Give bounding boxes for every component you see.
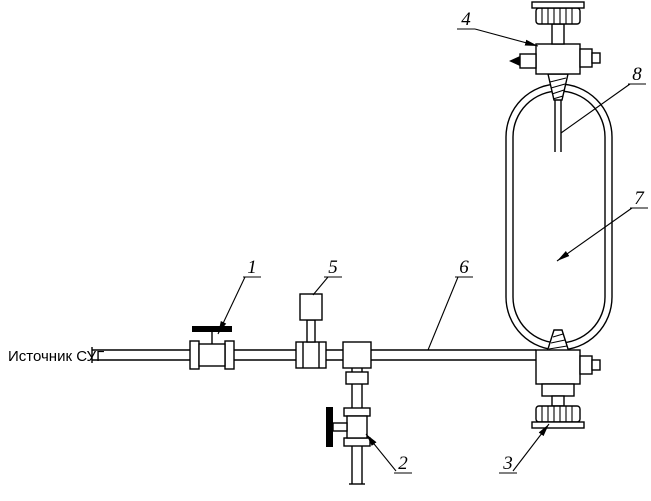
valve2-bottom-flange — [343, 437, 371, 447]
top-cone-thread-hatch — [551, 89, 565, 95]
valve3-right-outlet — [591, 359, 601, 371]
bottom-cone-thread-hatch — [552, 333, 564, 338]
valve3-bottom-cap — [531, 421, 585, 429]
callout-2-leader — [365, 433, 397, 472]
valve3-bonnet — [541, 383, 575, 397]
valve2-top-flange — [343, 407, 371, 417]
drain-valve-2 — [326, 407, 371, 447]
shutoff-valve-1 — [189, 326, 235, 370]
valve3-body — [535, 349, 581, 385]
valve4-handwheel — [535, 7, 581, 25]
callout-6-number: 6 — [459, 257, 469, 278]
valve4-top-cap — [531, 1, 585, 9]
callout-7-leader — [556, 207, 633, 262]
callout-7-number: 7 — [634, 188, 645, 209]
valve1-left-flange — [189, 340, 200, 370]
dip-tube-8 — [554, 100, 562, 152]
callout-3-leader — [512, 423, 550, 472]
valve1-handle — [192, 326, 232, 332]
bottom-cone-thread-hatch — [550, 339, 566, 344]
valve1-body — [198, 343, 226, 367]
callout-4-number: 4 — [461, 9, 471, 30]
valve4-right-outlet — [591, 52, 601, 64]
tee-fitting — [342, 341, 372, 385]
top-threaded-cone — [547, 73, 569, 101]
source-label: Источник СУГ — [8, 348, 104, 365]
callout-8-leader — [560, 83, 631, 134]
top-cone-thread-hatch — [549, 77, 567, 83]
valve2-handwheel — [326, 407, 333, 447]
callout-2-number: 2 — [398, 453, 408, 474]
callout-1-leader — [217, 276, 246, 335]
valve3-stem — [551, 395, 565, 407]
cylinder-inner-wall — [512, 90, 606, 344]
callout-leaders — [217, 28, 648, 474]
top-cone-thread-hatch — [552, 95, 564, 100]
callout-6-leader — [427, 276, 459, 351]
cylinder-outer-wall — [505, 83, 613, 351]
valve4-body — [535, 43, 581, 75]
bottom-cylinder-valve-3 — [531, 349, 601, 429]
callout-1-number: 1 — [247, 257, 257, 278]
valve4-spout-tip — [509, 56, 520, 66]
gauge-5 — [295, 293, 327, 369]
branch-coupling — [345, 371, 369, 385]
callout-4-leader — [474, 28, 539, 47]
valve3-handwheel — [535, 405, 581, 423]
valve1-right-flange — [224, 340, 235, 370]
valve3-right-nut — [579, 355, 593, 375]
valve4-stem — [551, 23, 565, 45]
callout-5-number: 5 — [328, 257, 338, 278]
top-cylinder-valve-4 — [509, 1, 601, 75]
valve4-right-nut — [579, 48, 593, 68]
valve2-body — [346, 415, 368, 439]
callout-3-number: 3 — [502, 453, 513, 474]
gauge5-union-fitting — [295, 341, 327, 369]
tee-body — [342, 341, 372, 369]
bottom-threaded-cone — [546, 329, 570, 353]
callout-8-number: 8 — [632, 64, 642, 85]
valve2-stem — [332, 422, 348, 432]
sampling-cylinder-7 — [505, 83, 613, 351]
valve4-left-spout — [519, 53, 537, 69]
top-cone-thread-hatch — [550, 83, 566, 89]
gauge5-stem — [306, 319, 316, 343]
callout-5-leader — [312, 276, 329, 296]
gauge5-body — [299, 293, 323, 321]
bottom-cone-thread-hatch — [548, 345, 568, 350]
